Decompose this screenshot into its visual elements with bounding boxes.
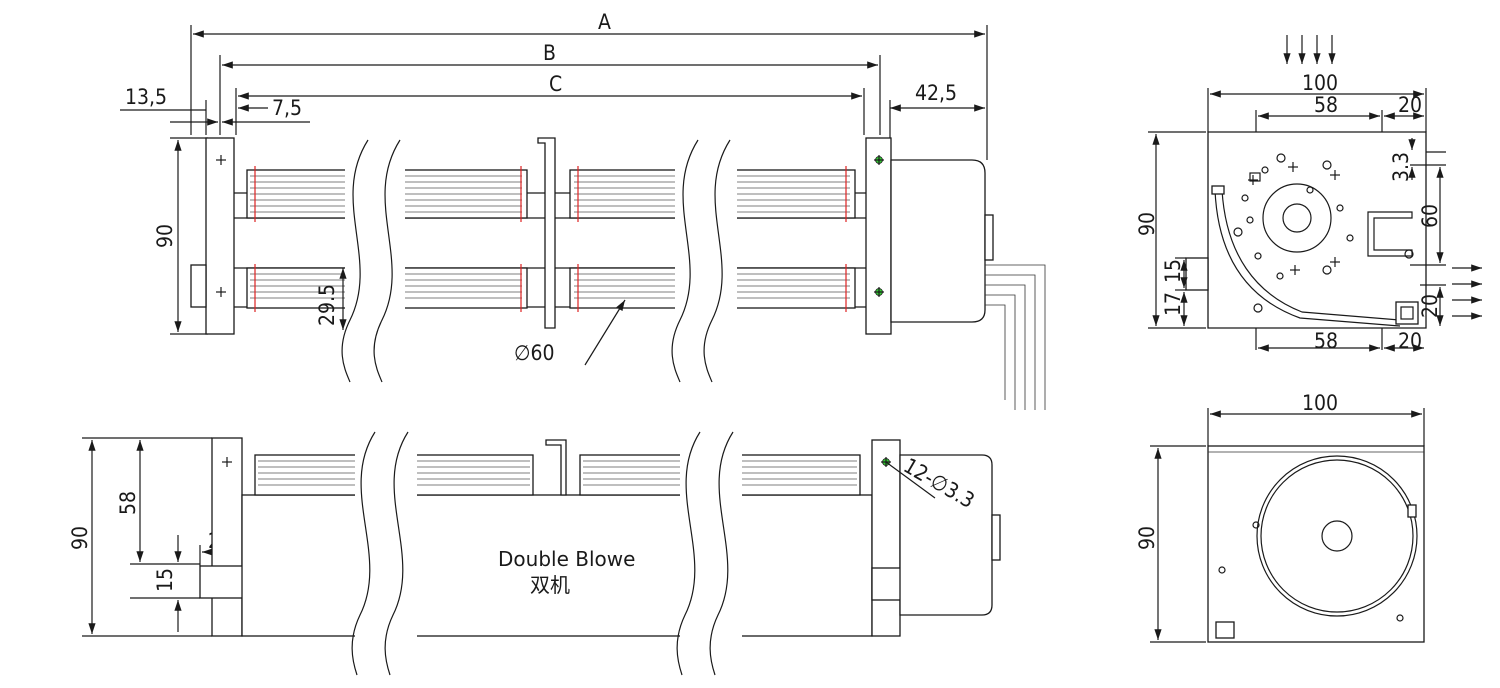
rear-dim-100: 100 <box>1302 391 1338 415</box>
dim-c: C <box>549 72 562 96</box>
side-dim-58-top: 58 <box>1314 93 1338 117</box>
rear-view: 100 90 <box>1135 391 1425 643</box>
side-dim-17: 17 <box>1161 292 1185 316</box>
side-view: 100 58 20 <box>1135 35 1482 353</box>
dim-90-front: 90 <box>153 224 177 248</box>
dim-7-5: 7,5 <box>272 96 302 120</box>
side-dim-20-top: 20 <box>1398 93 1422 117</box>
side-dim-15: 15 <box>1161 259 1185 283</box>
side-dim-100: 100 <box>1302 71 1338 95</box>
dim-13-5: 13,5 <box>125 85 167 109</box>
side-dim-58-bottom: 58 <box>1314 329 1338 353</box>
side-dim-20-right: 20 <box>1418 294 1442 318</box>
dim-diameter-60: ∅60 <box>514 341 555 365</box>
product-name-en: Double Blowe <box>498 547 635 571</box>
dim-58-bottom: 58 <box>116 491 140 515</box>
dim-90-bottom: 90 <box>68 526 92 550</box>
bottom-view: 90 58 15 20 <box>68 431 1001 677</box>
side-dim-90: 90 <box>1135 212 1159 236</box>
side-dim-3-3: 3.3 <box>1389 152 1413 182</box>
dim-15-bottom: 15 <box>153 568 177 592</box>
dim-a: A <box>598 10 611 34</box>
rear-dim-90: 90 <box>1135 526 1159 550</box>
dim-b: B <box>543 41 556 65</box>
dim-42-5: 42,5 <box>915 81 957 105</box>
product-name-cn: 双机 <box>530 573 570 597</box>
front-view: A B C 13,5 7,5 42,5 90 <box>120 10 1046 410</box>
side-dim-20-bottom: 20 <box>1398 329 1422 353</box>
side-dim-60: 60 <box>1418 204 1442 228</box>
dim-29-5: 29.5 <box>315 284 339 326</box>
motor <box>890 159 986 323</box>
